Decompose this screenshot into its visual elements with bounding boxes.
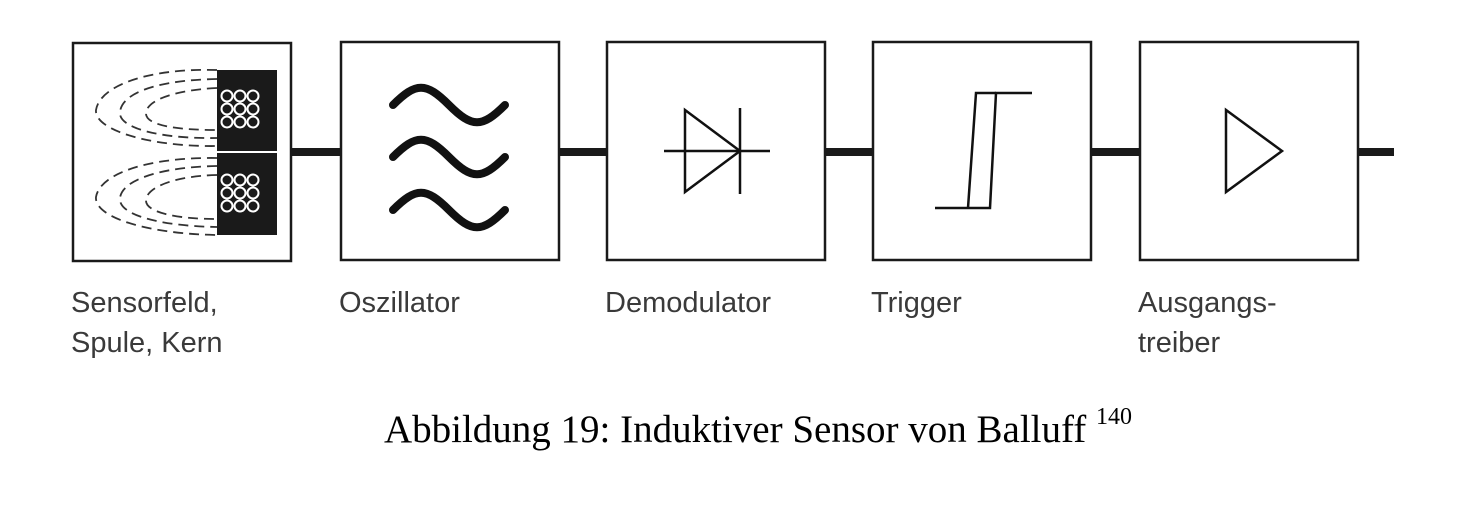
oscillator-box [339, 40, 561, 262]
wave-icon [389, 83, 509, 232]
block-driver [1138, 40, 1360, 262]
demodulator-label: Demodulator [605, 283, 771, 323]
coil-core-icon [95, 68, 277, 236]
figure-caption: Abbildung 19: Induktiver Sensor von Ball… [0, 404, 1460, 452]
driver-label: Ausgangs- treiber [1138, 283, 1277, 363]
caption-text: Abbildung 19: Induktiver Sensor von Ball… [383, 408, 1087, 451]
driver-box [1138, 40, 1360, 262]
block-oscillator [339, 40, 561, 262]
sensor-label: Sensorfeld, Spule, Kern [71, 283, 223, 363]
block-demodulator [605, 40, 827, 262]
demodulator-label-line-1: Demodulator [605, 287, 772, 319]
footnote-marker: 140 [1096, 404, 1133, 430]
amplifier-icon [1224, 107, 1285, 195]
trigger-box [871, 40, 1093, 262]
block-sensor [71, 41, 293, 263]
driver-label-line-2: treiber [1138, 327, 1221, 359]
trigger-label: Trigger [871, 283, 962, 323]
sensor-label-line-1: Sensorfeld, [71, 287, 218, 319]
sensor-box [71, 41, 293, 263]
block-trigger [871, 40, 1093, 262]
hysteresis-icon [935, 91, 1032, 210]
sensor-label-line-2: Spule, Kern [71, 327, 223, 359]
oscillator-label: Oszillator [339, 283, 460, 323]
trigger-label-line-1: Trigger [871, 287, 962, 319]
demodulator-box [605, 40, 827, 262]
oscillator-label-line-1: Oszillator [339, 287, 460, 319]
driver-label-line-1: Ausgangs- [1138, 287, 1277, 319]
diode-icon [664, 107, 770, 195]
